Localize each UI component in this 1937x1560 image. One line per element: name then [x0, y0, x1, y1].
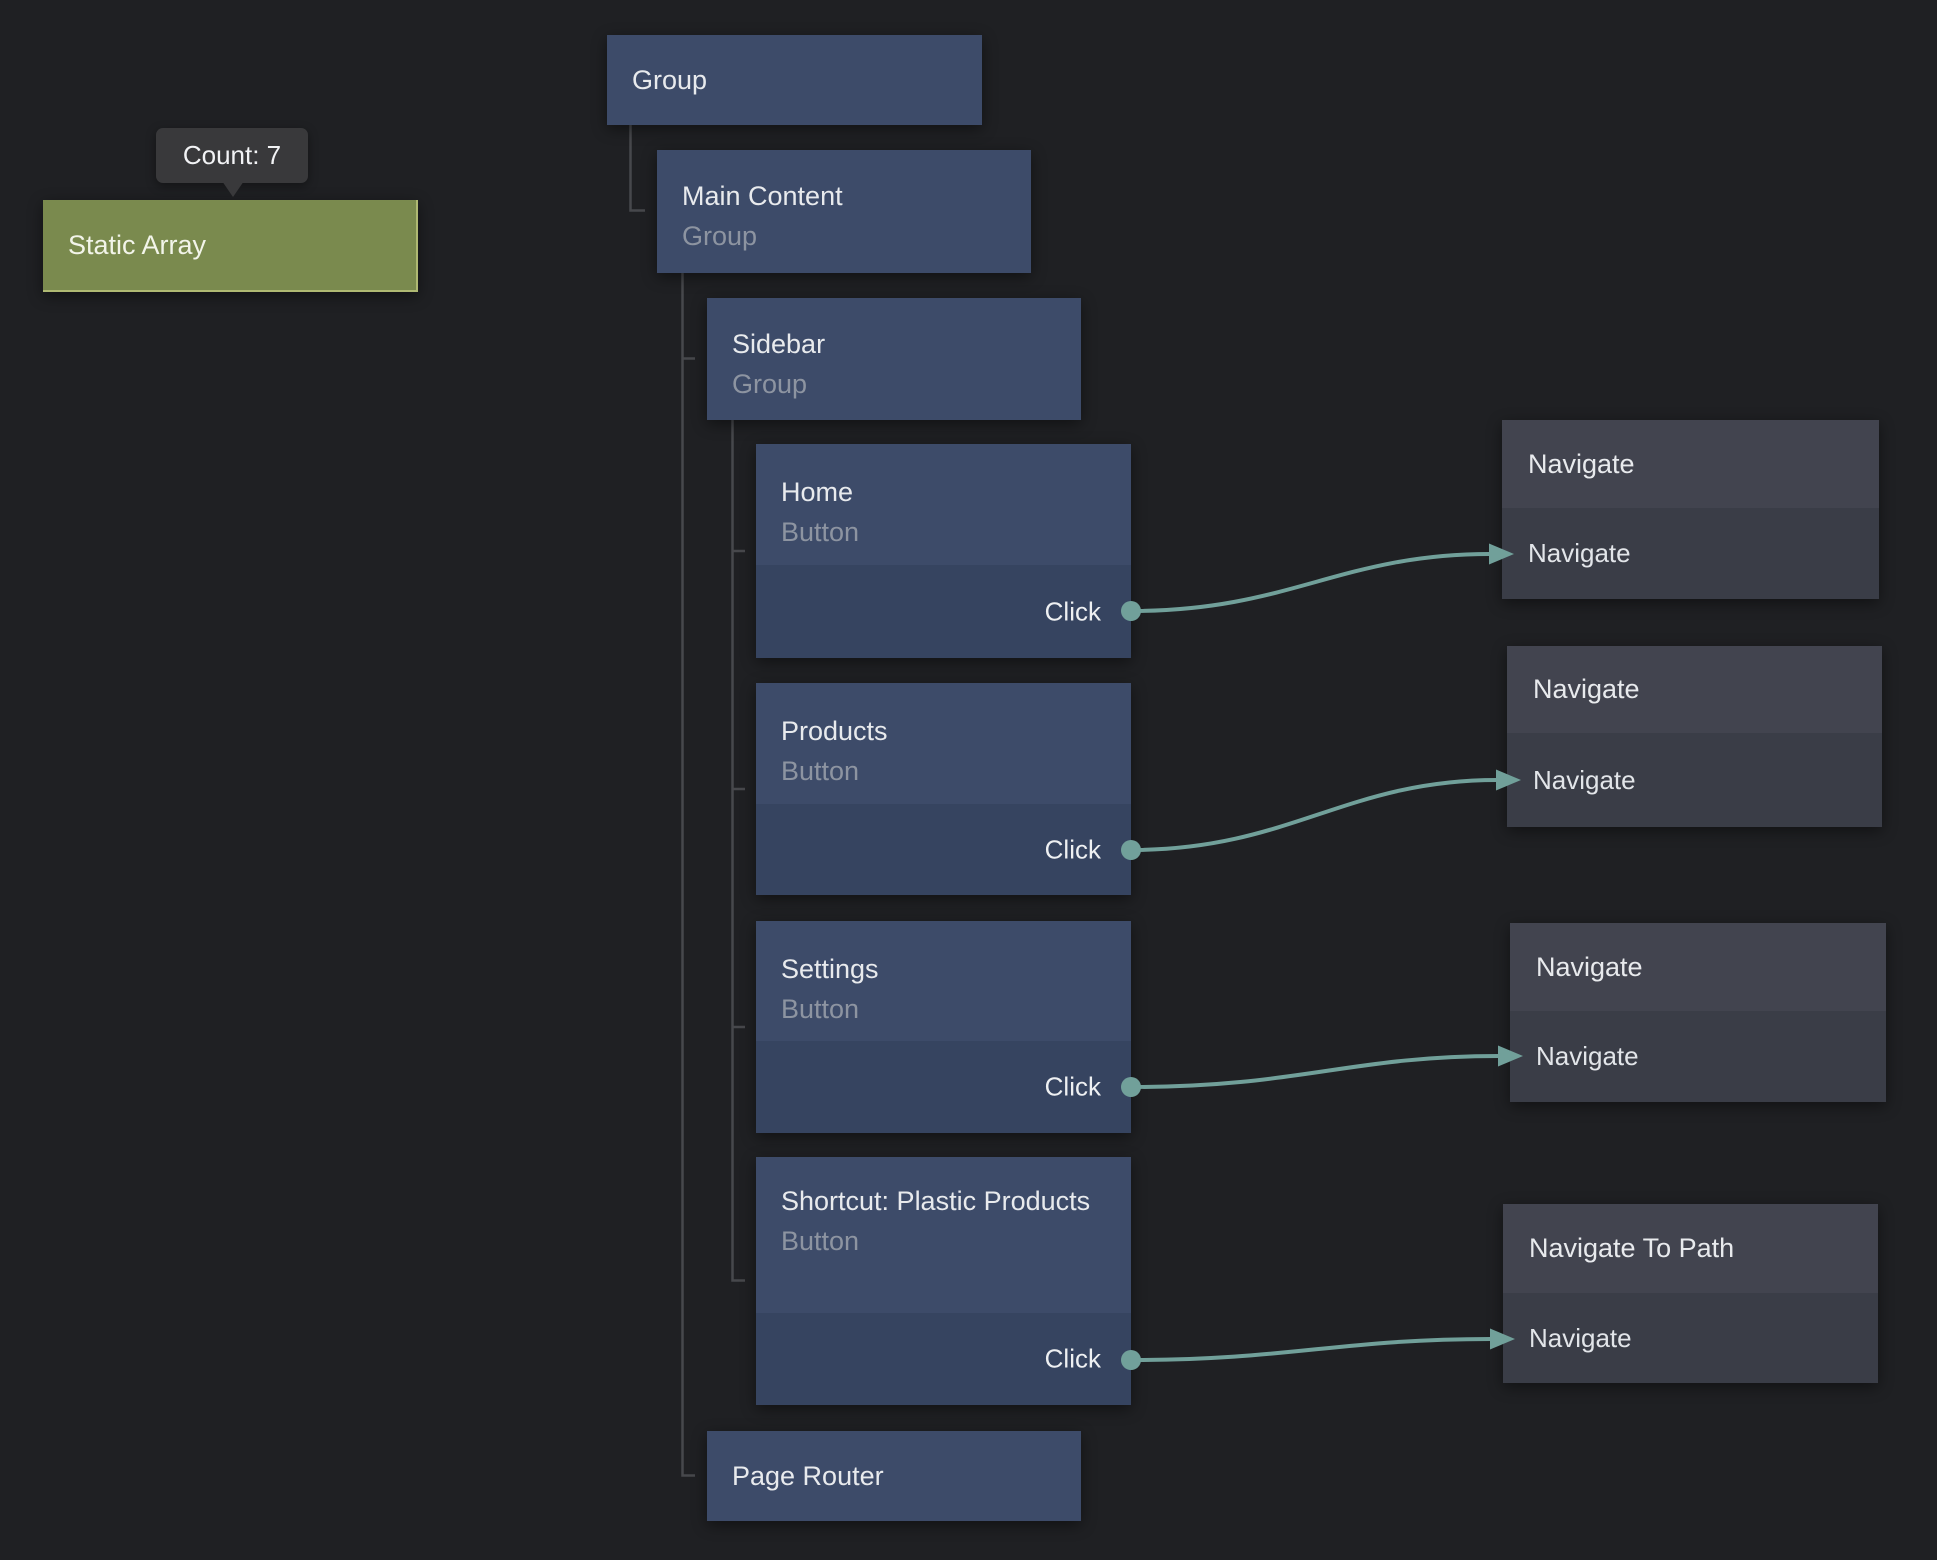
tree-line-main-content-trunk: [681, 273, 695, 1477]
node-title-section: Settings Button: [756, 921, 1131, 1041]
node-title-section: Home Button: [756, 444, 1131, 565]
node-title: Group: [632, 65, 708, 95]
count-tooltip: Count: 7: [156, 128, 308, 183]
node-title: Sidebar: [732, 329, 826, 359]
node-output-section: Click: [756, 1041, 1131, 1133]
node-title-section: Main Content Group: [657, 150, 1031, 273]
node-navigate-to-path[interactable]: Navigate To Path Navigate: [1503, 1204, 1878, 1383]
node-header: Navigate To Path: [1503, 1204, 1878, 1293]
node-title: Static Array: [68, 229, 207, 260]
node-subtitle: Button: [781, 517, 860, 547]
node-navigate-1[interactable]: Navigate Navigate: [1502, 420, 1879, 599]
node-main-content[interactable]: Main Content Group: [657, 150, 1031, 273]
node-page-router[interactable]: Page Router: [707, 1431, 1081, 1521]
navigate-input-port: Navigate: [1503, 1293, 1878, 1383]
navigate-input-port: Navigate: [1510, 1011, 1886, 1102]
edge-settings-click-to-navigate[interactable]: [1130, 1054, 1500, 1089]
node-products-button[interactable]: Products Button Click: [756, 683, 1131, 895]
node-title-section: Sidebar Group: [707, 298, 1081, 420]
edge-home-click-to-navigate[interactable]: [1130, 552, 1491, 613]
node-title: Products: [781, 716, 888, 746]
node-shortcut-plastic-products-button[interactable]: Shortcut: Plastic Products Button Click: [756, 1157, 1131, 1405]
node-group-root[interactable]: Group: [607, 35, 982, 125]
navigate-input-port: Navigate: [1502, 508, 1879, 599]
tree-line-group-to-main-content: [629, 125, 645, 212]
node-sidebar[interactable]: Sidebar Group: [707, 298, 1081, 420]
count-tooltip-text: Count: 7: [182, 140, 282, 170]
tree-line-sidebar-trunk: [731, 420, 745, 1282]
node-home-button[interactable]: Home Button Click: [756, 444, 1131, 658]
node-header: Navigate: [1502, 420, 1879, 508]
node-title-section: Shortcut: Plastic Products Button: [756, 1157, 1131, 1313]
node-navigate-2[interactable]: Navigate Navigate: [1507, 646, 1882, 827]
node-navigate-3[interactable]: Navigate Navigate: [1510, 923, 1886, 1102]
node-output-section: Click: [756, 804, 1131, 895]
node-subtitle: Button: [781, 756, 860, 786]
tooltip-pointer: [222, 181, 244, 197]
node-title: Main Content: [682, 181, 843, 211]
node-static-array[interactable]: Static Array: [43, 200, 418, 292]
node-title: Home: [781, 477, 854, 507]
node-output-section: Click: [756, 565, 1131, 658]
node-subtitle: Group: [682, 221, 758, 251]
node-header: Navigate: [1507, 646, 1882, 733]
edge-shortcut-click-to-navigate-to-path[interactable]: [1130, 1337, 1492, 1362]
edge-products-click-to-navigate[interactable]: [1130, 778, 1498, 852]
click-output-port-label: Click: [1044, 596, 1101, 626]
node-title-section: Products Button: [756, 683, 1131, 804]
node-header: Navigate: [1510, 923, 1886, 1011]
node-subtitle: Button: [781, 994, 860, 1024]
navigate-input-port: Navigate: [1507, 733, 1882, 827]
node-subtitle: Group: [732, 369, 808, 399]
click-output-port-label: Click: [1044, 1343, 1101, 1374]
node-title: Page Router: [732, 1461, 884, 1491]
node-title: Shortcut: Plastic Products: [781, 1186, 1091, 1216]
node-settings-button[interactable]: Settings Button Click: [756, 921, 1131, 1133]
node-output-section: Click: [756, 1313, 1131, 1405]
click-output-port-label: Click: [1044, 1071, 1101, 1102]
node-title: Settings: [781, 954, 879, 984]
click-output-port-label: Click: [1044, 834, 1101, 864]
node-subtitle: Button: [781, 1226, 860, 1256]
